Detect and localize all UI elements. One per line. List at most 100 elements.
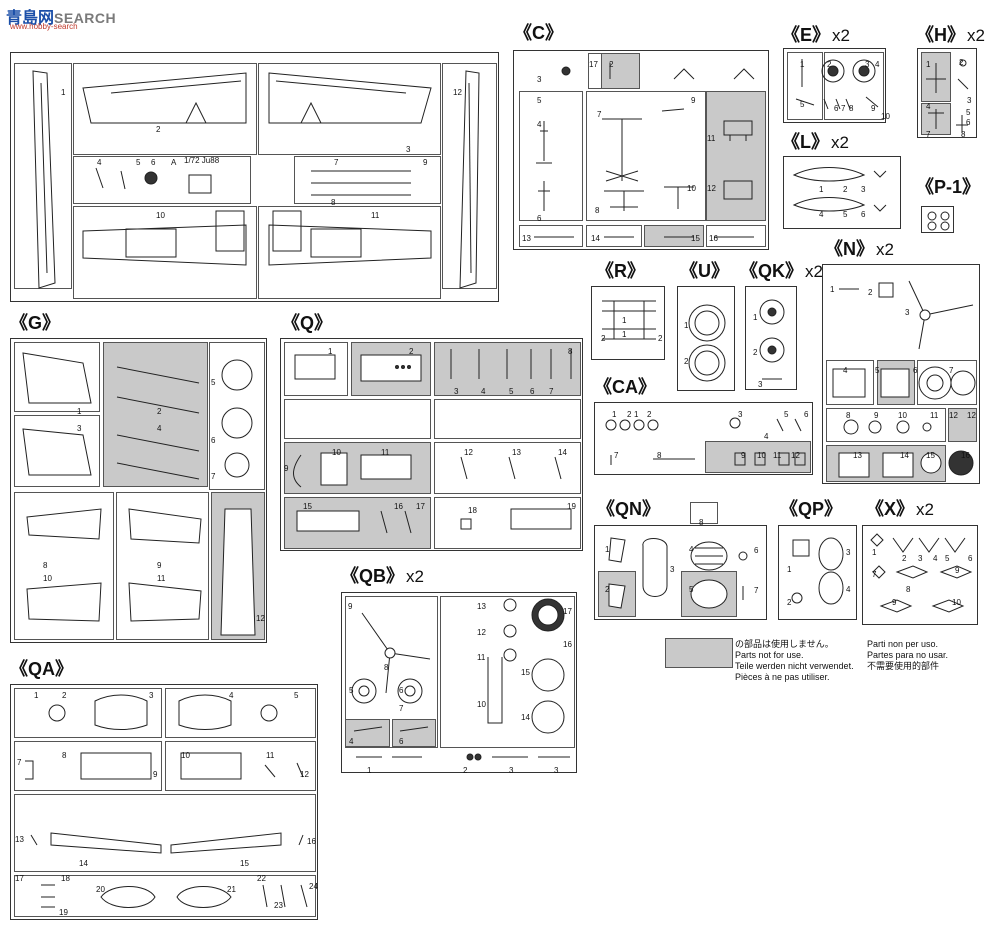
part-number: 17: [416, 502, 425, 511]
part-number: 6: [804, 410, 809, 419]
part-number: 3: [509, 766, 514, 775]
part-number: 3: [967, 96, 972, 105]
sprue-p1: [921, 206, 954, 233]
part-number: 1: [872, 548, 877, 557]
part-number: 2: [684, 357, 689, 366]
legend-gray-swatch: [665, 638, 733, 668]
part-number: 4: [349, 737, 354, 746]
part-number: 6: [754, 546, 759, 555]
part-number: 11: [930, 411, 939, 420]
part-number: 9: [348, 602, 353, 611]
part-number: 15: [521, 668, 530, 677]
part-number: 1: [605, 545, 610, 554]
part-number: 1: [77, 407, 82, 416]
part-number: 2: [62, 691, 67, 700]
part-number: 3: [149, 691, 154, 700]
sprue-label-r: 《R》: [596, 261, 645, 281]
part-number: 8: [595, 206, 600, 215]
part-number: 10: [477, 700, 486, 709]
part-number: 17: [15, 874, 24, 883]
part-number: 16: [961, 451, 970, 460]
part-number: 4: [846, 585, 851, 594]
part-number: 5: [945, 554, 950, 563]
sprue-label-q: 《Q》: [282, 313, 333, 333]
part-number: 5: [966, 108, 971, 117]
sprue-label-qk: 《QK》x2: [740, 261, 823, 281]
part-number: 23: [274, 901, 283, 910]
part-number: 11: [773, 451, 782, 460]
part-number: 4: [933, 554, 938, 563]
part-number: 4: [229, 691, 234, 700]
part-number: 8: [699, 518, 704, 527]
part-number: 15: [926, 451, 935, 460]
part-number: 22: [257, 874, 266, 883]
sprue-label-h: 《H》x2: [916, 25, 985, 45]
part-number: 8: [384, 663, 389, 672]
site-logo-watermark: 青島网SEARCH www.hobby-search: [6, 10, 117, 31]
part-number: 5: [349, 686, 354, 695]
part-number: 2: [605, 585, 610, 594]
part-number: 12: [256, 614, 265, 623]
part-number: 12: [791, 451, 800, 460]
part-number: 6: [399, 737, 404, 746]
part-number: 10: [898, 411, 907, 420]
part-number: 8: [849, 104, 854, 113]
part-number: 13: [15, 835, 24, 844]
part-number: 14: [79, 859, 88, 868]
part-number: 1: [787, 565, 792, 574]
part-number: 17: [563, 607, 572, 616]
part-number: 2: [601, 334, 606, 343]
part-number: 19: [567, 502, 576, 511]
part-number: 12: [477, 628, 486, 637]
part-number: 16: [307, 837, 316, 846]
part-number: 7: [399, 704, 404, 713]
part-number: 14: [900, 451, 909, 460]
part-number: 1: [328, 347, 333, 356]
part-number: 10: [881, 112, 890, 121]
part-number: 5: [800, 100, 805, 109]
part-number: 8: [657, 451, 662, 460]
part-number: 21: [227, 885, 236, 894]
part-number: 7: [754, 586, 759, 595]
part-number: 3: [406, 145, 411, 154]
part-number: 1: [753, 313, 758, 322]
part-number: 4: [843, 366, 848, 375]
part-number: 6: [861, 210, 866, 219]
part-number: 6: [530, 387, 535, 396]
part-number: 6: [399, 686, 404, 695]
part-number: 9: [153, 770, 158, 779]
part-number: 13: [477, 602, 486, 611]
part-number: 3: [861, 185, 866, 194]
part-number: 10: [757, 451, 766, 460]
part-number: 2: [787, 598, 792, 607]
sprue-label-n: 《N》x2: [825, 239, 894, 259]
part-number: 13: [512, 448, 521, 457]
part-number: 3: [537, 75, 542, 84]
part-number: 10: [43, 574, 52, 583]
sprue-qn-tab: [690, 502, 718, 524]
part-number: 5: [509, 387, 514, 396]
part-number: 4: [97, 158, 102, 167]
part-number: 4: [875, 60, 880, 69]
part-number: 9: [874, 411, 879, 420]
sprue-label-qb: 《QB》x2: [341, 566, 424, 586]
part-number: 5: [537, 96, 542, 105]
part-number: 1: [622, 316, 627, 325]
sprue-label-qp: 《QP》: [780, 499, 843, 519]
part-number: 5: [689, 585, 694, 594]
sprue-label-l: 《L》x2: [782, 132, 849, 152]
sprue-label-x: 《X》x2: [866, 499, 934, 519]
part-number: 7: [549, 387, 554, 396]
part-number: 7: [211, 472, 216, 481]
part-number: 11: [381, 448, 390, 457]
part-number: 2: [463, 766, 468, 775]
part-number: 12: [300, 770, 309, 779]
